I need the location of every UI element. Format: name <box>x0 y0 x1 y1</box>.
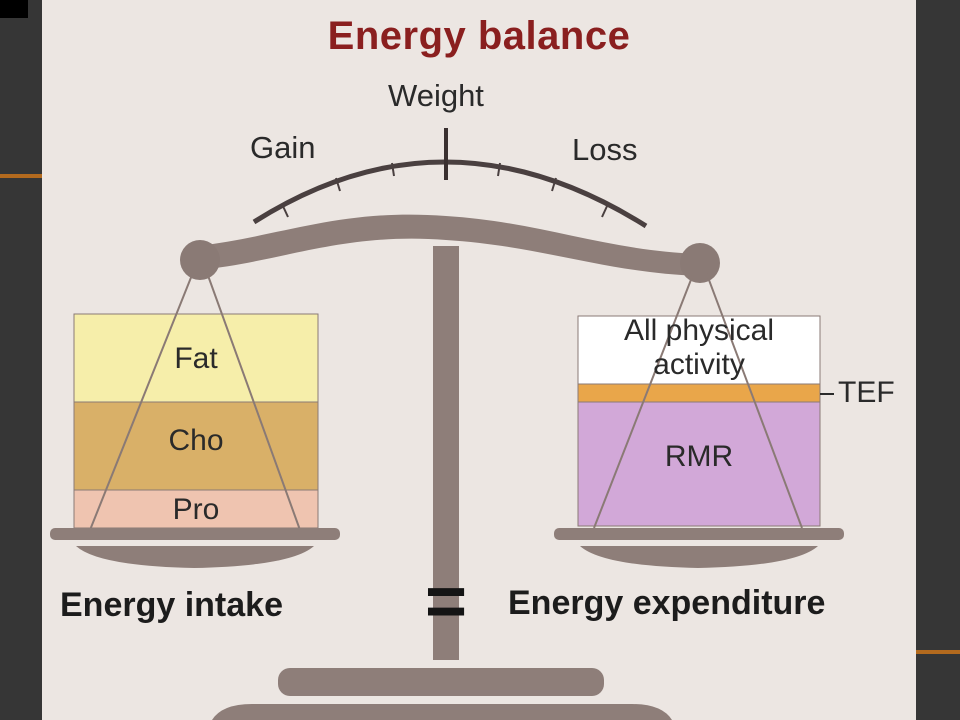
pan-strings <box>89 269 803 531</box>
left-pan-plate <box>50 528 340 540</box>
scale-base-lower <box>212 704 672 720</box>
left-frame-strip <box>0 0 42 720</box>
left-pan-bowl <box>76 546 314 568</box>
loss-label: Loss <box>572 132 638 167</box>
physical-activity-label: All physical activity <box>623 314 775 381</box>
corner-mark <box>0 0 28 18</box>
gain-label: Gain <box>250 130 316 165</box>
fat-label: Fat <box>174 342 218 375</box>
right-frame-strip <box>914 0 960 720</box>
weight-label: Weight <box>388 78 484 113</box>
rmr-label: RMR <box>664 440 734 473</box>
pro-label: Pro <box>172 493 220 526</box>
expenditure-tef-block <box>577 383 821 403</box>
intake-cho-block <box>73 401 319 491</box>
energy-intake-label: Energy intake <box>60 586 283 624</box>
diagram-title: Energy balance <box>327 14 631 58</box>
expenditure-activity-block <box>577 315 821 385</box>
balance-scale-drawing <box>50 128 844 720</box>
cho-label: Cho <box>168 424 224 457</box>
energy-expenditure-label: Energy expenditure <box>508 584 826 622</box>
accent-line-left <box>0 174 42 178</box>
accent-line-right <box>916 650 960 654</box>
intake-fat-block <box>73 313 319 403</box>
right-pan-bowl <box>580 546 818 568</box>
left-pivot <box>180 240 220 280</box>
scale-beam <box>198 214 698 276</box>
scale-base-upper <box>278 668 604 696</box>
right-pan-plate <box>554 528 844 540</box>
right-pivot <box>680 243 720 283</box>
center-post <box>433 246 459 660</box>
equals-symbol: = <box>424 562 468 642</box>
intake-pro-block <box>73 489 319 529</box>
gauge-ticks <box>281 162 609 218</box>
diagram-panel: Energy balance Weight Gain Loss Fat Cho … <box>42 0 916 720</box>
tef-label: TEF <box>838 376 895 409</box>
gauge-arc <box>252 159 648 229</box>
